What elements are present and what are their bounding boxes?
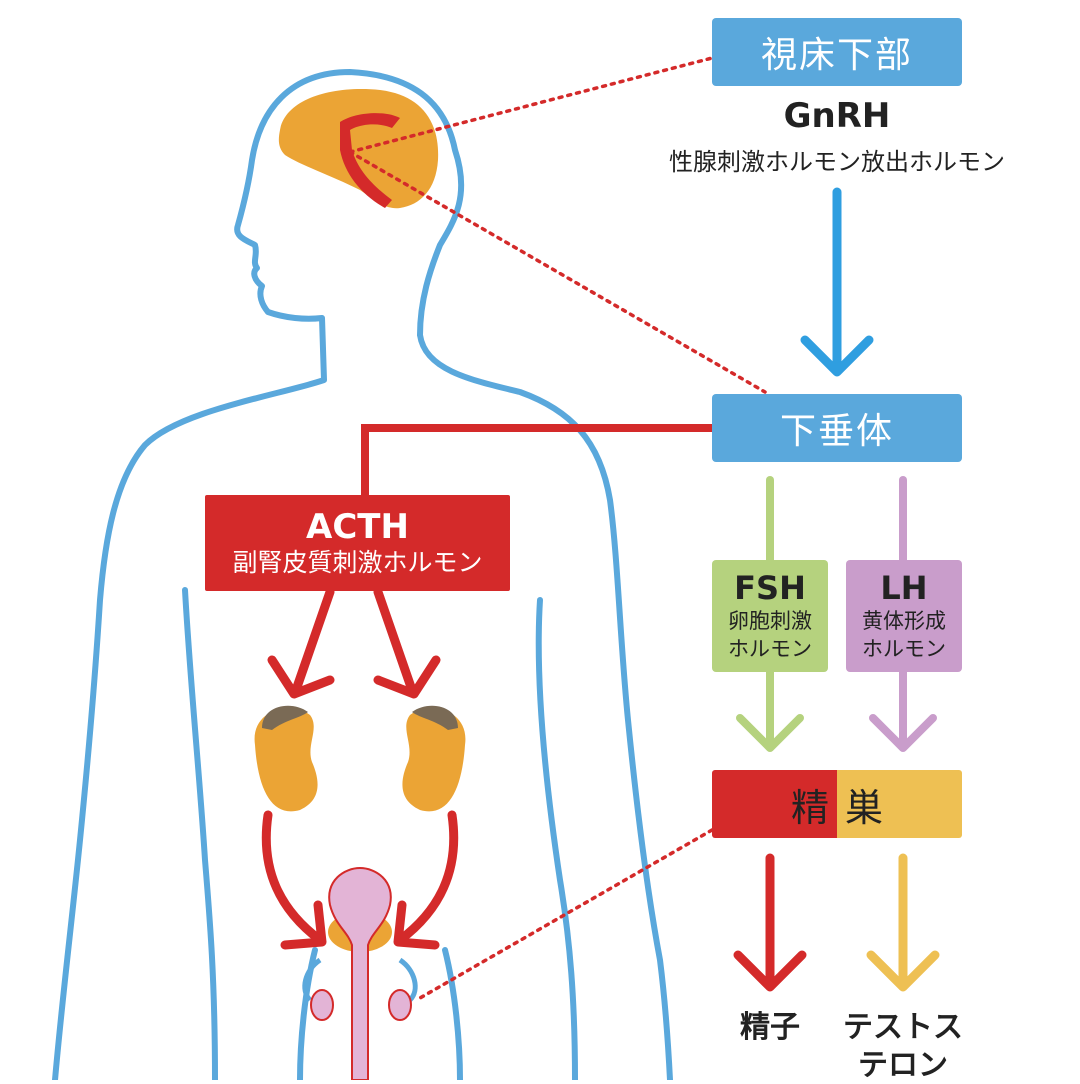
testis-box-left: 精 — [712, 770, 837, 838]
seminal-vessel-right — [398, 957, 418, 1002]
hypothalamus-mark — [340, 113, 400, 208]
kidney-left — [254, 708, 318, 812]
fsh-abbr: FSH — [734, 569, 806, 607]
adrenal-cap-right — [412, 705, 458, 730]
lh-name-line1: 黄体形成 — [862, 609, 946, 633]
lh-name-line2: ホルモン — [862, 637, 946, 661]
testosterone-label-line1: テストス — [843, 1010, 963, 1045]
acth-name: 副腎皮質刺激ホルモン — [232, 548, 483, 577]
kidney-right — [402, 708, 466, 812]
lh-box: LH 黄体形成 ホルモン — [846, 560, 962, 672]
adrenal-cap-left — [262, 705, 308, 730]
curve-arrow-left — [261, 810, 327, 950]
fsh-box: FSH 卵胞刺激 ホルモン — [712, 560, 828, 672]
hypothalamus-label: 視床下部 — [760, 35, 913, 76]
left-arm-inner — [182, 587, 218, 1080]
sperm-label: 精子 — [740, 1010, 800, 1045]
leg-line-right — [442, 947, 463, 1080]
pituitary-box: 下垂体 — [712, 394, 962, 462]
fsh-arrow — [736, 668, 804, 752]
bladder — [328, 866, 392, 1080]
testis-box: 精 巣 — [712, 770, 962, 838]
acth-abbr: ACTH — [306, 507, 409, 547]
sperm-arrow — [733, 853, 807, 992]
hypothalamus-box: 視床下部 — [712, 18, 962, 86]
fsh-name-line2: ホルモン — [728, 637, 812, 661]
pituitary-label: 下垂体 — [779, 411, 894, 452]
testis-right — [388, 989, 412, 1021]
gnrh-abbr: GnRH — [783, 96, 891, 136]
testosterone-label-line2: テロン — [858, 1048, 948, 1083]
leader-hypothalamus — [348, 56, 714, 154]
gnrh-name: 性腺刺激ホルモン放出ホルモン — [669, 148, 1005, 176]
acth-box: ACTH 副腎皮質刺激ホルモン — [205, 495, 510, 591]
body-outline-right — [417, 332, 673, 1080]
testosterone-arrow — [866, 853, 940, 992]
acth-arrow-right — [373, 587, 441, 699]
acth-arrow-left — [267, 587, 335, 699]
acth-connector — [361, 424, 712, 498]
body-outline — [52, 69, 465, 1080]
gnrh-arrow — [800, 187, 874, 377]
right-arm-inner — [535, 597, 578, 1080]
leader-testis — [418, 828, 714, 1000]
testis-char2: 巣 — [845, 785, 884, 830]
seminal-vessel-left — [302, 957, 322, 1002]
lh-abbr: LH — [880, 569, 928, 607]
testis-left — [310, 989, 334, 1021]
curve-arrow-right — [393, 810, 459, 950]
testis-char1: 精 — [790, 785, 829, 830]
leader-pituitary — [348, 150, 767, 394]
fsh-name-line1: 卵胞刺激 — [728, 609, 812, 633]
testis-box-right: 巣 — [837, 770, 962, 838]
lh-arrow — [869, 668, 937, 752]
